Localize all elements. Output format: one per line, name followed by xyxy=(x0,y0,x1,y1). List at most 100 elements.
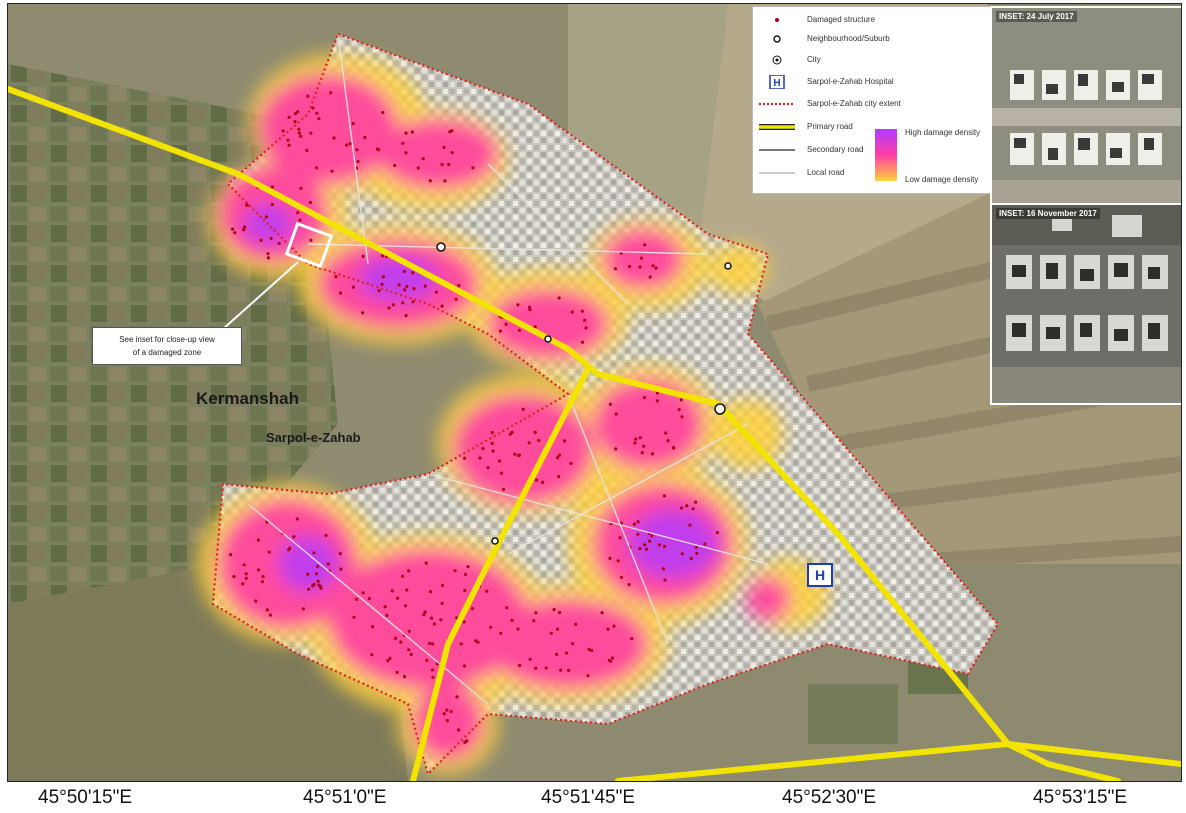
damaged-structure-point xyxy=(688,523,692,527)
damaged-structure-point xyxy=(642,444,646,448)
damaged-structure-point xyxy=(570,310,574,314)
longitude-label-3: 45°51'45"E xyxy=(541,787,636,808)
damaged-structure-point xyxy=(334,275,338,279)
damaged-structure-point xyxy=(266,256,270,260)
damaged-structure-point xyxy=(663,578,667,582)
damage-map[interactable]: Damaged structure Neighbourhood/Suburb C… xyxy=(7,3,1182,782)
damaged-structure-point xyxy=(410,130,414,134)
damaged-structure-point xyxy=(457,284,461,288)
damaged-structure-point xyxy=(242,563,246,567)
damaged-structure-point xyxy=(606,627,610,631)
damaged-structure-point xyxy=(447,162,451,167)
damaged-structure-point xyxy=(288,546,292,550)
damaged-structure-point xyxy=(407,629,411,633)
damaged-structure-point xyxy=(244,576,248,580)
damaged-structure-point xyxy=(287,143,291,147)
damaged-structure-point xyxy=(306,94,310,98)
damaged-structure-point xyxy=(612,624,616,628)
damaged-structure-point xyxy=(387,306,391,310)
damaged-structure-point xyxy=(351,285,355,289)
damaged-structure-point xyxy=(416,166,420,170)
damaged-structure-point xyxy=(640,451,644,455)
damaged-structure-point xyxy=(470,607,475,611)
damaged-structure-point xyxy=(583,318,587,322)
damaged-structure-point xyxy=(361,254,365,258)
damaged-structure-point xyxy=(431,642,435,646)
damaged-structure-point xyxy=(586,674,590,678)
longitude-label-5: 45°53'15"E xyxy=(1033,787,1128,808)
damaged-structure-point xyxy=(254,599,258,603)
damaged-structure-point xyxy=(230,227,235,231)
damaged-structure-point xyxy=(715,531,720,535)
damaged-structure-point xyxy=(448,130,452,134)
damaged-structure-point xyxy=(381,275,385,279)
damaged-structure-point xyxy=(485,589,489,593)
damaged-structure-point xyxy=(534,666,538,671)
damaged-structure-point xyxy=(648,275,652,279)
damaged-structure-point xyxy=(614,412,618,416)
damaged-structure-point xyxy=(650,452,655,456)
damaged-structure-point xyxy=(270,202,274,207)
damaged-structure-point xyxy=(361,591,365,595)
damaged-structure-point xyxy=(299,186,303,190)
damaged-structure-point xyxy=(404,151,408,155)
damaged-structure-point xyxy=(449,709,453,714)
damaged-structure-point xyxy=(584,326,588,330)
legend-damaged-structure: Damaged structure xyxy=(753,13,993,27)
damaged-structure-point xyxy=(679,398,683,402)
legend-low-density: Low damage density xyxy=(905,175,979,184)
damaged-structure-point xyxy=(610,656,615,660)
damaged-structure-point xyxy=(404,131,408,135)
damaged-structure-point xyxy=(571,642,575,646)
damaged-structure-point xyxy=(412,287,416,291)
damaged-structure-point xyxy=(504,322,508,326)
damaged-structure-point xyxy=(680,415,684,419)
damaged-structure-point xyxy=(565,651,569,655)
damaged-structure-point xyxy=(694,545,698,550)
damaged-structure-point xyxy=(557,296,561,300)
damaged-structure-point xyxy=(474,639,478,643)
damaged-structure-point xyxy=(650,534,654,538)
damaged-structure-point xyxy=(352,615,356,619)
damaged-structure-point xyxy=(434,290,438,294)
damaged-structure-point xyxy=(499,471,503,475)
damaged-structure-point xyxy=(654,266,658,270)
damaged-structure-point xyxy=(555,456,560,460)
damaged-structure-point xyxy=(481,447,485,451)
damaged-structure-point xyxy=(563,439,567,443)
damaged-structure-point xyxy=(609,659,613,663)
damaged-structure-point xyxy=(338,552,342,556)
damaged-structure-point xyxy=(462,620,466,624)
damaged-structure-point xyxy=(401,301,405,305)
damaged-structure-point xyxy=(428,641,432,646)
damaged-structure-point xyxy=(558,610,562,615)
damaged-structure-point xyxy=(501,487,506,491)
legend-high-density: High damage density xyxy=(905,128,981,137)
damaged-structure-point xyxy=(403,288,407,292)
damaged-structure-point xyxy=(541,480,545,484)
damaged-structure-point xyxy=(317,117,321,121)
damaged-structure-point xyxy=(549,631,553,635)
damaged-structure-point xyxy=(264,215,268,219)
longitude-label-1: 45°50'15"E xyxy=(38,787,133,808)
damaged-structure-point xyxy=(679,506,684,510)
damaged-structure-point xyxy=(521,407,525,411)
inset-july-image xyxy=(992,8,1181,204)
damaged-structure-point xyxy=(510,618,514,623)
damaged-structure-point xyxy=(386,659,390,663)
damaged-structure-point xyxy=(312,582,316,587)
damaged-structure-point xyxy=(557,474,561,479)
damaged-structure-point xyxy=(306,572,310,576)
hospital-marker[interactable]: H xyxy=(807,563,833,587)
damaged-structure-point xyxy=(657,543,662,547)
damaged-structure-point xyxy=(370,653,374,657)
damaged-structure-point xyxy=(666,439,670,443)
damaged-structure-point xyxy=(428,179,432,183)
damaged-structure-point xyxy=(405,284,409,289)
damaged-structure-point xyxy=(703,542,707,546)
damaged-structure-point xyxy=(423,284,427,288)
damaged-structure-point xyxy=(356,159,360,164)
longitude-label-2: 45°51'0"E xyxy=(303,787,387,808)
damaged-structure-point xyxy=(395,670,399,675)
inset-callout: See inset for close-up view of a damaged… xyxy=(92,327,242,365)
